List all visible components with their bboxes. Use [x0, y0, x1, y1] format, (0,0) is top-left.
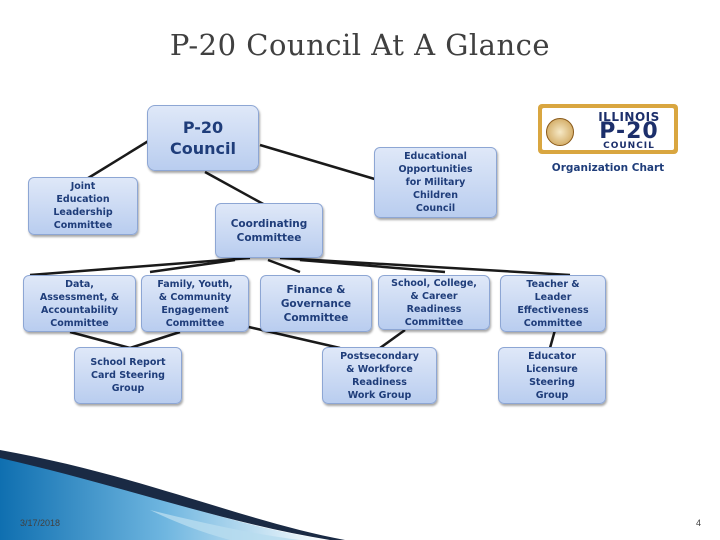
finance-governance-committee-node: Finance & Governance Committee [260, 275, 372, 332]
slide-date: 3/17/2018 [20, 518, 61, 528]
bottom-swoosh-decoration [0, 450, 345, 540]
logo-top-text: ILLINOIS [598, 110, 660, 124]
logo-main-text: P-20 [599, 119, 659, 144]
slide-page-number: 4 [696, 518, 702, 528]
educator-licensure-steering-group-node: Educator Licensure Steering Group [498, 347, 606, 404]
military-children-council-node: Educational Opportunities for Military C… [374, 147, 497, 218]
joint-education-leadership-committee-node: Joint Education Leadership Committee [28, 177, 138, 235]
teacher-leader-effectiveness-committee-node: Teacher & Leader Effectiveness Committee [500, 275, 606, 332]
p20-council-node: P-20 Council [147, 105, 259, 171]
slide-title: P-20 Council At A Glance [169, 28, 551, 62]
family-youth-community-engagement-committee-node: Family, Youth, & Community Engagement Co… [141, 275, 249, 332]
data-assessment-accountability-committee-node: Data, Assessment, & Accountability Commi… [23, 275, 136, 332]
state-seal-icon [546, 118, 574, 146]
organization-chart-caption: Organization Chart [551, 162, 665, 174]
school-report-card-steering-group-node: School Report Card Steering Group [74, 347, 182, 404]
illinois-p20-council-logo: ILLINOIS P-20 COUNCIL [538, 104, 678, 154]
school-college-career-readiness-committee-node: School, College, & Career Readiness Comm… [378, 275, 490, 330]
coordinating-committee-node: Coordinating Committee [215, 203, 323, 258]
postsecondary-workforce-readiness-work-group-node: Postsecondary & Workforce Readiness Work… [322, 347, 437, 404]
logo-bottom-text: COUNCIL [603, 141, 655, 151]
